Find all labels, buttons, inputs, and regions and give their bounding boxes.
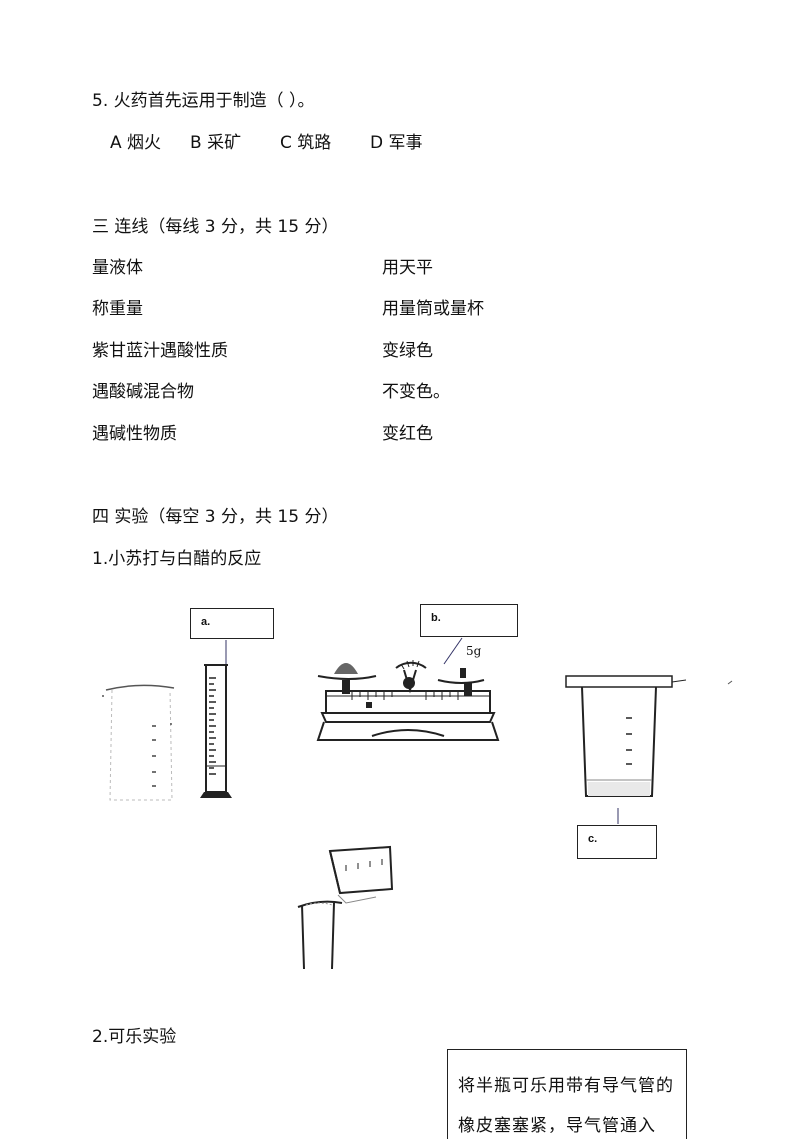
experiment-2-note: 将半瓶可乐用带有导气管的橡皮塞塞紧，导气管通入	[447, 1049, 687, 1139]
option-b: B 采矿	[190, 133, 242, 153]
match-left-item: 紫甘蓝汁遇酸性质	[92, 341, 228, 361]
match-left-item: 称重量	[92, 299, 143, 319]
match-left-item: 遇碱性物质	[92, 424, 177, 444]
match-right-item: 用天平	[382, 258, 433, 278]
option-a: A 烟火	[110, 133, 162, 153]
balance-scale-illustration	[316, 637, 500, 741]
question-5: 5. 火药首先运用于制造（ ）。	[92, 91, 315, 111]
beaker-illustration	[102, 684, 175, 801]
label-box-c: c.	[577, 825, 657, 859]
experiment-1-title: 1.小苏打与白醋的反应	[92, 549, 262, 569]
experiment-2-title: 2.可乐实验	[92, 1027, 177, 1047]
option-c: C 筑路	[280, 133, 332, 153]
match-right-item: 变绿色	[382, 341, 433, 361]
match-right-item: 不变色。	[382, 382, 450, 402]
option-d: D 军事	[370, 133, 423, 153]
section-4-title: 四 实验（每空 3 分，共 15 分）	[92, 507, 339, 527]
match-left-item: 遇酸碱混合物	[92, 382, 194, 402]
match-right-item: 变红色	[382, 424, 433, 444]
balance-weight-mark: 5g	[466, 644, 482, 658]
measuring-cup-illustration	[565, 675, 733, 824]
section-3-title: 三 连线（每线 3 分，共 15 分）	[92, 217, 339, 237]
label-box-b: b.	[420, 604, 518, 637]
match-left-item: 量液体	[92, 258, 143, 278]
pouring-illustration	[297, 845, 394, 970]
label-box-a: a.	[190, 608, 274, 639]
match-right-item: 用量筒或量杯	[382, 299, 484, 319]
graduated-cylinder-illustration	[200, 640, 232, 798]
